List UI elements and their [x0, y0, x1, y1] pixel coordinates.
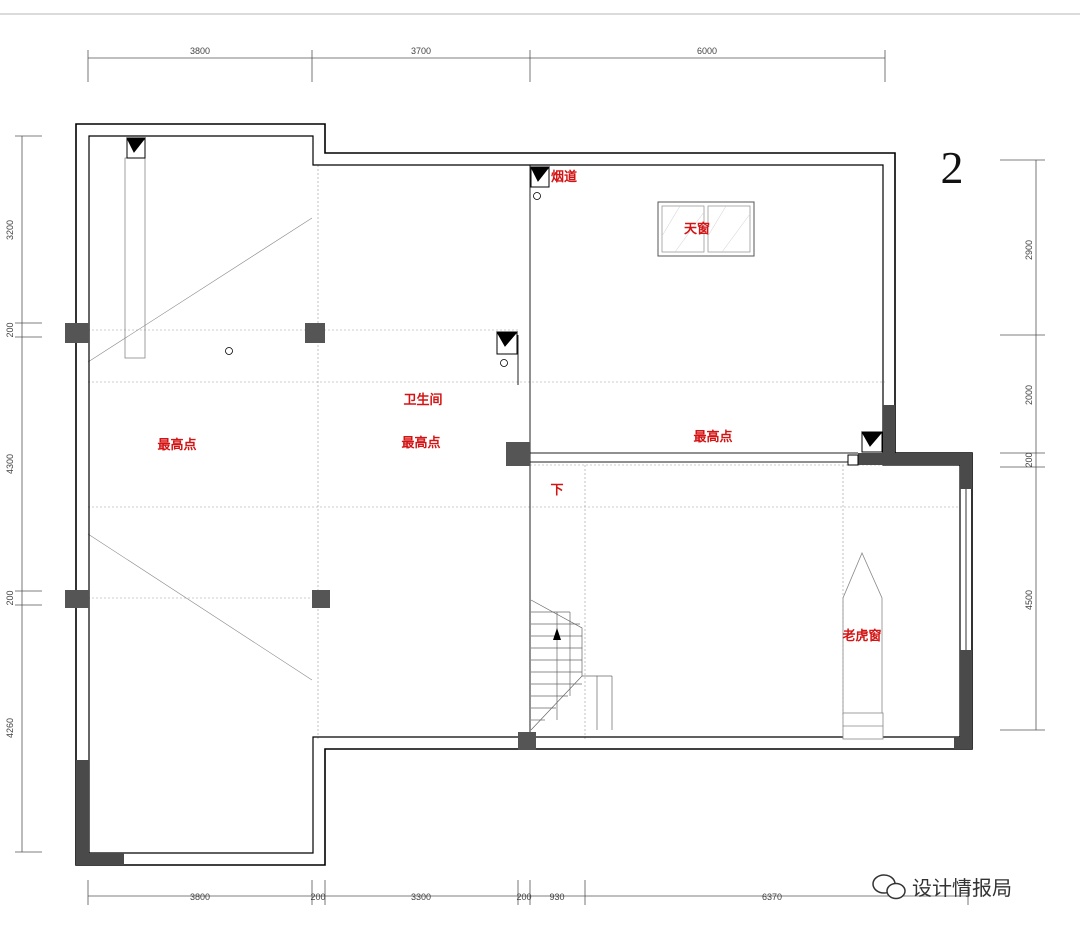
- label-flue: 烟道: [551, 169, 577, 185]
- dim-bottom-1: 3800: [190, 892, 210, 902]
- dim-bottom-3: 3300: [411, 892, 431, 902]
- label-highest-mid: 最高点: [401, 435, 440, 451]
- dim-right-4: 4500: [1024, 590, 1034, 610]
- dim-right-1: 2900: [1024, 240, 1034, 260]
- dim-left-3: 4300: [5, 454, 15, 474]
- dim-top-1: 3800: [190, 46, 210, 56]
- dim-top-2: 3700: [411, 46, 431, 56]
- dimension-labels: 3800 3700 6000 3800 200 3300 200 930 637…: [5, 46, 1034, 902]
- wechat-icon: [872, 874, 906, 900]
- outer-wall-outline: [75, 123, 973, 866]
- vent-symbols: [126, 137, 884, 466]
- label-dormer: 老虎窗: [841, 628, 881, 644]
- label-down: 下: [550, 483, 563, 498]
- roof-slope-lines: [87, 217, 313, 681]
- dim-right-3: 200: [1024, 452, 1034, 467]
- skylight: [657, 201, 755, 257]
- drain-circles: [225, 192, 541, 367]
- columns: [65, 323, 536, 750]
- dim-bottom-4: 200: [516, 892, 531, 902]
- dim-bottom-6: 6370: [762, 892, 782, 902]
- label-highest-right: 最高点: [693, 429, 732, 445]
- staircase: [530, 599, 613, 731]
- dim-bottom-5: 930: [549, 892, 564, 902]
- dim-left-2: 200: [5, 322, 15, 337]
- label-skylight: 天窗: [684, 221, 710, 237]
- dormer-window: [842, 551, 884, 740]
- watermark-text: 设计情报局: [912, 876, 1012, 900]
- dimension-lines: [15, 50, 1045, 905]
- dim-left-1: 3200: [5, 220, 15, 240]
- dim-left-5: 4260: [5, 718, 15, 738]
- dark-wall-segments: [76, 405, 972, 865]
- watermark: 设计情报局: [872, 874, 1012, 900]
- stair-arrow-icon: [553, 628, 561, 640]
- label-bathroom: 卫生间: [403, 392, 442, 408]
- grid-lines: [88, 165, 960, 740]
- flue-shaft: [124, 157, 146, 359]
- dim-bottom-2: 200: [310, 892, 325, 902]
- label-highest-left: 最高点: [157, 437, 196, 453]
- dim-top-3: 6000: [697, 46, 717, 56]
- dim-left-4: 200: [5, 590, 15, 605]
- page-number: 2: [941, 142, 964, 193]
- window-right: [961, 489, 971, 650]
- dim-right-2: 2000: [1024, 385, 1034, 405]
